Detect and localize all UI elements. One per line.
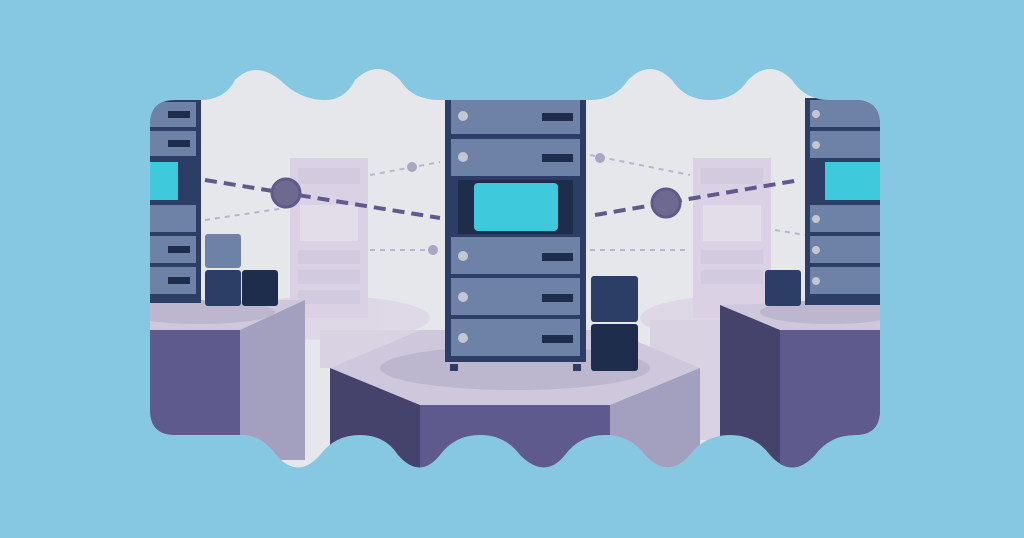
server-box-right <box>765 270 801 306</box>
network-hub <box>650 187 682 219</box>
rack-screen <box>150 162 178 200</box>
network-node <box>428 245 438 255</box>
back-rack-left <box>230 158 430 340</box>
room <box>150 69 880 468</box>
platform-left <box>150 300 305 460</box>
server-boxes-left <box>205 234 278 306</box>
server-rack-left <box>150 98 201 303</box>
rack-screen <box>474 183 558 231</box>
network-hub <box>270 177 302 209</box>
server-rack-center <box>445 90 586 371</box>
server-boxes-center <box>591 276 638 371</box>
server-rack-right <box>805 98 880 305</box>
network-node <box>407 162 417 172</box>
rack-screen <box>825 162 880 200</box>
network-node <box>595 153 605 163</box>
network-lines <box>204 153 806 255</box>
